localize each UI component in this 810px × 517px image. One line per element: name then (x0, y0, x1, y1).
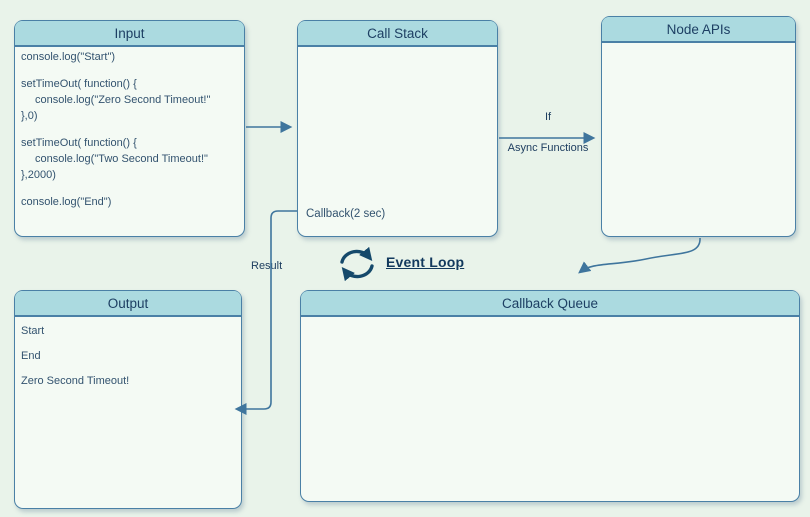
callback-queue-node[interactable]: Callback Queue (300, 290, 800, 502)
event-loop-label: Event Loop (386, 254, 465, 270)
call-stack-node[interactable]: Call Stack Callback(2 sec) (297, 20, 498, 237)
input-code-line: },2000) (21, 169, 56, 181)
nodeapis-to-callbackqueue-arrow (578, 237, 701, 274)
input-header: Input (15, 21, 244, 47)
output-line: End (21, 350, 41, 362)
input-code-line: console.log("End") (21, 196, 112, 208)
input-code-line: setTimeOut( function() { (21, 78, 137, 90)
output-line: Zero Second Timeout! (21, 375, 130, 387)
input-node[interactable]: Input console.log("Start") setTimeOut( fu… (14, 20, 245, 237)
node-apis-header: Node APIs (602, 17, 795, 43)
event-loop-icon (340, 246, 374, 282)
callstack-to-output-result-arrow (234, 210, 297, 415)
input-code-line: setTimeOut( function() { (21, 137, 137, 149)
output-title: Output (107, 295, 149, 311)
call-stack-item: Callback(2 sec) (306, 208, 386, 220)
input-code-line: console.log("Start") (21, 51, 116, 63)
output-line: Start (21, 325, 45, 337)
node-apis-title: Node APIs (666, 21, 731, 37)
output-header: Output (15, 291, 241, 317)
edge-label-result: Result (251, 260, 283, 272)
node-apis-node[interactable]: Node APIs (601, 16, 796, 237)
input-code-line: console.log("Two Second Timeout!" (35, 153, 208, 165)
callback-queue-title: Callback Queue (501, 295, 599, 311)
input-code: console.log("Start") setTimeOut( function… (15, 47, 244, 210)
edge-label-async-functions: Async Functions (507, 142, 589, 154)
edge-label-if: If (544, 111, 552, 123)
call-stack-title: Call Stack (367, 25, 428, 41)
input-code-line: console.log("Zero Second Timeout!" (35, 94, 211, 106)
call-stack-header: Call Stack (298, 21, 497, 47)
callback-queue-header: Callback Queue (301, 291, 799, 317)
input-code-line: },0) (21, 110, 38, 122)
input-title: Input (114, 25, 145, 41)
